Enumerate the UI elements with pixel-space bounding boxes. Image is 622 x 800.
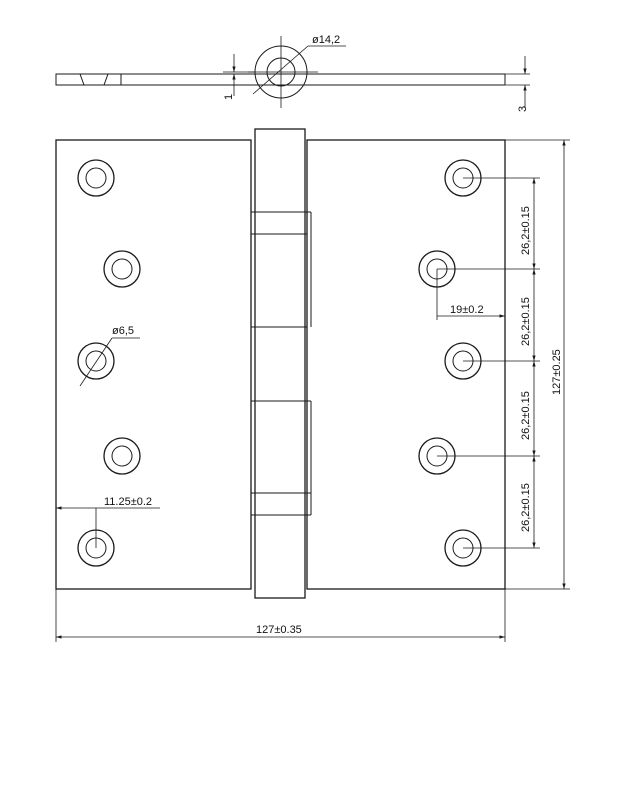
thickness-label: 3: [517, 106, 529, 112]
hole: [103, 437, 141, 475]
pitch-label-3: 26,2±0.15: [520, 391, 532, 440]
hole-offset-label: 19±0.2: [450, 304, 484, 316]
knuckle-barrel: [254, 128, 306, 599]
pin-diameter-label: ø14,2: [312, 34, 340, 46]
right-holes: [418, 159, 482, 567]
pitch-label-1: 26,2±0.15: [520, 206, 532, 255]
hole: [103, 250, 141, 288]
pitch-label-2: 26,2±0.15: [520, 297, 532, 346]
left-leaf: [55, 139, 252, 590]
right-leaf: [306, 139, 506, 590]
width-label: 127±0.35: [256, 624, 302, 636]
section-hatch: [55, 73, 85, 86]
height-label: 127±0.25: [551, 349, 563, 395]
left-holes: [77, 159, 141, 567]
hole: [77, 342, 115, 380]
hole: [77, 159, 115, 197]
side-view: ø14,2 1 3: [55, 34, 530, 112]
edge-offset-label: 11.25±0.2: [104, 496, 152, 508]
pin-offset-label: 1: [223, 94, 235, 100]
pitch-label-4: 26,2±0.15: [520, 483, 532, 532]
hole-diameter-label: ø6,5: [112, 325, 134, 337]
front-view: ø6,5 11.25±0.2 19±0.2 26,2±0.15 26,2±0.1…: [55, 128, 570, 642]
